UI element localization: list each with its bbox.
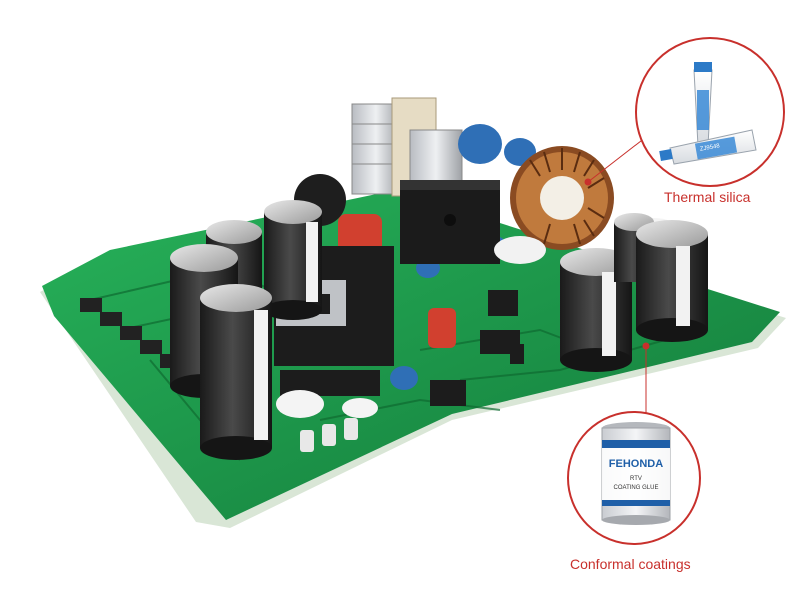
resistors [300,418,358,452]
tube-code: ZJ9548 [700,143,721,152]
bridge-rectifier [400,180,500,264]
can-line2: COATING GLUE [614,485,659,491]
can-brand: FEHONDA [609,458,663,470]
can-line1: RTV [630,476,642,482]
conformal-coatings-callout: FEHONDA RTV COATING GLUE [567,411,701,545]
conformal-coatings-label: Conformal coatings [570,556,691,572]
glue-tube-front: ZJ9548 [659,129,757,165]
ic-chips [430,290,524,406]
coating-glue-can: FEHONDA RTV COATING GLUE [601,422,671,525]
pin-header [80,298,182,368]
thermal-silica-callout: ZJ9548 [635,37,785,187]
thermal-silica-label: Thermal silica [664,189,751,205]
electrolytic-capacitors [170,200,708,460]
toroid-inductor [494,146,614,264]
